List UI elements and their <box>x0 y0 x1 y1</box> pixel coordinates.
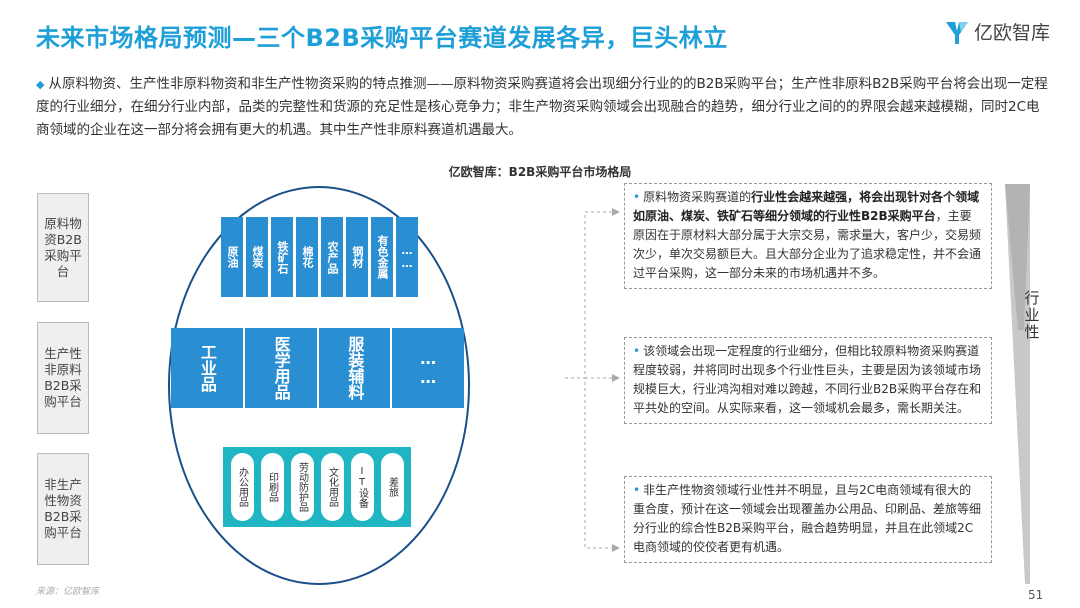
row3-item: 办公用品 <box>230 453 254 521</box>
page-number: 51 <box>1028 588 1044 602</box>
intro-paragraph: ◆从原料物资、生产性非原料物资和非生产性物资采购的特点推测——原料物资采购赛道将… <box>36 73 1048 142</box>
row3-item: 劳动防护品 <box>290 453 314 521</box>
row1-item: 煤炭 <box>246 217 268 297</box>
row1-item: …… <box>396 217 418 297</box>
explanation-box-production-nonraw: •该领域会出现一定程度的行业细分，但相比较原料物资采购赛道程度较弱，并将同时出现… <box>624 337 992 424</box>
category-label-raw-materials: 原料物资B2B采购平台 <box>37 193 89 302</box>
row1-item: 原油 <box>221 217 243 297</box>
connector-to-box-3 <box>565 377 612 549</box>
logo-text: 亿欧智库 <box>974 22 1051 44</box>
category-label-nonproduction: 非生产性物资B2B采购平台 <box>37 453 89 565</box>
diamond-bullet-icon: ◆ <box>36 78 45 91</box>
nonproduction-row: 办公用品 印刷品 劳动防护品 文化用品 IT设备 差旅 <box>223 447 411 527</box>
row2-item: 工业品 <box>171 328 245 408</box>
row1-item: 铁矿石 <box>271 217 293 297</box>
row1-item: 棉花 <box>296 217 318 297</box>
arrow-head-icon <box>612 374 620 382</box>
bullet-icon: • <box>633 190 641 204</box>
source-note: 来源：亿欧智库 <box>36 587 100 597</box>
raw-materials-row: 原油 煤炭 铁矿石 棉花 农产品 钢材 有色金属 …… <box>221 217 418 297</box>
logo-icon <box>946 21 968 44</box>
row3-item: 文化用品 <box>320 453 344 521</box>
explanation-box-raw-materials: •原料物资采购赛道的行业性会越来越强，将会出现针对各个领域如原油、煤炭、铁矿石等… <box>624 183 992 289</box>
intro-text: 从原料物资、生产性非原料物资和非生产性物资采购的特点推测——原料物资采购赛道将会… <box>36 76 1048 138</box>
industry-gradient-wedge <box>1005 184 1030 584</box>
row2-item: 医学用品 <box>244 328 319 408</box>
row1-item: 有色金属 <box>371 217 393 297</box>
row2-item: …… <box>392 328 464 408</box>
arrow-head-icon <box>612 208 620 216</box>
production-nonraw-row: 工业品 医学用品 服装辅料 …… <box>171 328 464 408</box>
explanation-box-nonproduction: •非生产性物资领域行业性并不明显，且与2C电商领域有很大的重合度，预计在这一领域… <box>624 476 992 563</box>
page-title: 未来市场格局预测—三个B2B采购平台赛道发展各异，巨头林立 <box>36 24 728 52</box>
brand-logo: 亿欧智库 <box>944 18 1050 45</box>
row1-item: 钢材 <box>346 217 368 297</box>
arrow-head-icon <box>612 544 620 552</box>
row3-item: 印刷品 <box>260 453 284 521</box>
diagram-title: 亿欧智库：B2B采购平台市场格局 <box>448 165 632 179</box>
row1-item: 农产品 <box>321 217 343 297</box>
connector-to-box-1 <box>565 211 612 379</box>
row2-item: 服装辅料 <box>318 328 393 408</box>
row3-item: IT设备 <box>350 453 374 521</box>
category-label-production-nonraw: 生产性非原料B2B采购平台 <box>37 322 89 434</box>
bullet-icon: • <box>633 483 641 497</box>
bullet-icon: • <box>633 344 641 358</box>
industry-axis-label: 行业性 <box>1024 289 1040 341</box>
row3-item: 差旅 <box>380 453 404 521</box>
